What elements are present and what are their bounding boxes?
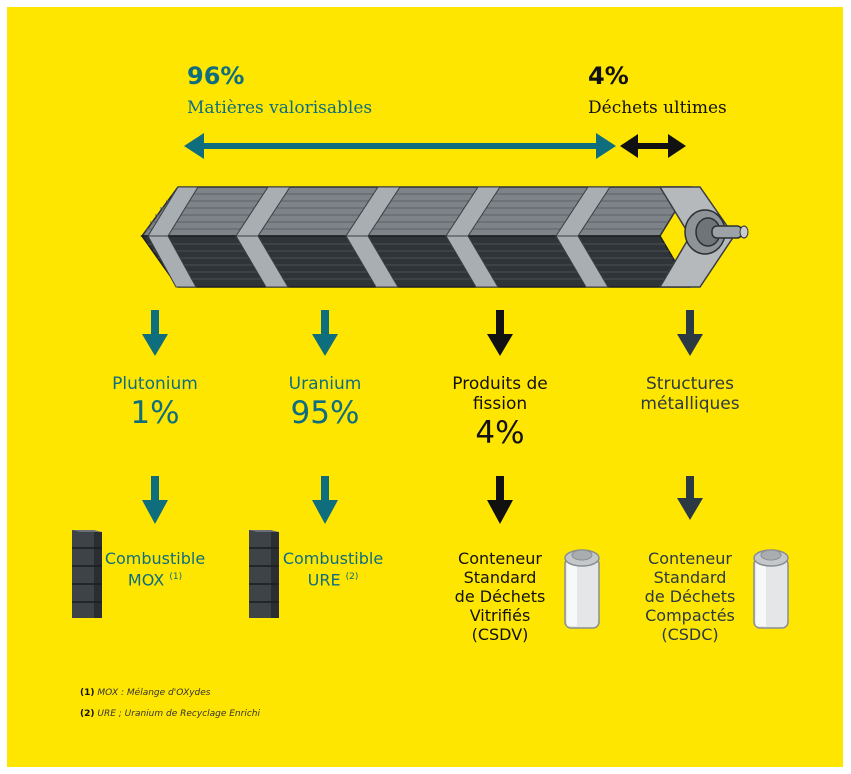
csdv-line5: (CSDV)	[471, 625, 529, 644]
ure-fuel-stack-icon	[249, 530, 279, 618]
arrow-uranium-1	[312, 310, 338, 356]
csdv-canister-icon	[564, 549, 600, 629]
arrow-fission-1	[487, 310, 513, 356]
valuable-label: Matières valorisables	[187, 98, 373, 118]
waste-percent: 4%	[588, 62, 629, 90]
footnote-2: (2) URE ; Uranium de Recyclage Enrichi	[80, 709, 260, 719]
plutonium-percent: 1%	[130, 395, 180, 431]
fission-name-line1: Produits de	[452, 374, 548, 394]
waste-range-arrow	[620, 134, 686, 158]
csdv-product-label: Conteneur Standard de Déchets Vitrifiés …	[440, 549, 560, 644]
fuel-assembly	[140, 186, 749, 288]
csdc-line3: de Déchets	[644, 587, 736, 606]
csdv-line4: Vitrifiés	[469, 606, 531, 625]
mox-line2: MOX (1)	[127, 570, 183, 590]
ure-line1: Combustible	[282, 549, 384, 568]
fission-name-line2: fission	[472, 394, 528, 414]
arrow-plutonium-1	[142, 310, 168, 356]
arrow-structures-2	[677, 476, 703, 520]
ure-product-label: Combustible URE (2)	[278, 549, 388, 589]
mox-fuel-stack-icon	[72, 530, 102, 618]
uranium-block: Uranium 95%	[265, 374, 385, 432]
fission-block: Produits de fission 4%	[430, 374, 570, 452]
csdc-product-label: Conteneur Standard de Déchets Compactés …	[630, 549, 750, 644]
csdv-line1: Conteneur	[458, 549, 542, 568]
structures-name-line1: Structures	[646, 374, 734, 394]
plutonium-name: Plutonium	[112, 374, 198, 394]
arrow-plutonium-2	[142, 476, 168, 524]
csdc-line1: Conteneur	[648, 549, 732, 568]
uranium-name: Uranium	[288, 374, 362, 394]
valuable-range-arrow	[184, 133, 616, 159]
csdc-canister-icon	[753, 549, 789, 629]
mox-product-label: Combustible MOX (1)	[100, 549, 210, 589]
plutonium-block: Plutonium 1%	[95, 374, 215, 432]
mox-line1: Combustible	[104, 549, 206, 568]
csdc-line2: Standard	[653, 568, 727, 587]
valuable-percent: 96%	[187, 62, 245, 90]
waste-label: Déchets ultimes	[588, 98, 727, 118]
structures-name-line2: métalliques	[640, 394, 740, 414]
footnote-1: (1) MOX : Mélange d'OXydes	[80, 688, 211, 698]
uranium-percent: 95%	[290, 395, 360, 431]
csdc-line4: Compactés	[645, 606, 735, 625]
arrow-fission-2	[487, 476, 513, 524]
csdv-line3: de Déchets	[454, 587, 546, 606]
csdv-line2: Standard	[463, 568, 537, 587]
arrow-uranium-2	[312, 476, 338, 524]
ure-line2: URE (2)	[307, 570, 359, 590]
csdc-line5: (CSDC)	[661, 625, 719, 644]
structures-block: Structures métalliques	[620, 374, 760, 414]
infographic-panel	[7, 7, 843, 767]
fission-percent: 4%	[475, 415, 525, 451]
arrow-structures-1	[677, 310, 703, 356]
